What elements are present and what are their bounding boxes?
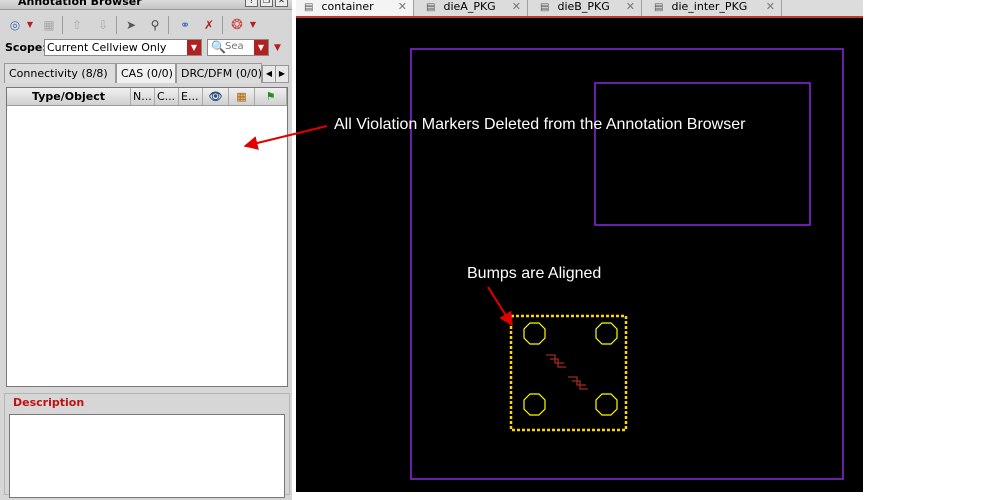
document-icon: ▤ bbox=[540, 2, 550, 13]
close-icon[interactable]: ✕ bbox=[397, 0, 407, 13]
tab-die-inter-pkg[interactable]: ▤ die_inter_PKG ✕ bbox=[642, 0, 782, 16]
bump-top-left[interactable] bbox=[523, 322, 546, 345]
route-trace[interactable] bbox=[550, 358, 566, 368]
bump-top-right[interactable] bbox=[595, 322, 618, 345]
close-icon[interactable]: ✕ bbox=[625, 0, 635, 13]
document-icon: ▤ bbox=[426, 2, 436, 13]
close-panel-button[interactable]: ✕ bbox=[275, 0, 288, 7]
description-group: Description bbox=[4, 393, 290, 498]
column-n[interactable]: N... bbox=[131, 88, 155, 105]
search-icon: 🔍 bbox=[211, 40, 226, 54]
down-arrow-icon[interactable]: ⇩ bbox=[97, 18, 109, 32]
close-icon[interactable]: ✕ bbox=[765, 0, 775, 13]
unlink-icon[interactable]: ✗ bbox=[203, 18, 215, 32]
search-field[interactable]: 🔍 ▼ bbox=[207, 39, 269, 56]
tab-label: container bbox=[321, 0, 374, 13]
flag-icon[interactable]: ⚑ bbox=[255, 88, 287, 105]
magnify-icon[interactable]: ⚲ bbox=[150, 18, 160, 32]
annotation-tabs: Connectivity (8/8) CAS (0/0) DRC/DFM (0/… bbox=[4, 63, 292, 83]
document-icon: ▤ bbox=[304, 2, 314, 13]
layout-drawing bbox=[410, 48, 844, 480]
target-icon[interactable]: ◎ bbox=[9, 18, 21, 32]
up-arrow-icon[interactable]: ⇧ bbox=[71, 18, 83, 32]
column-e[interactable]: E... bbox=[179, 88, 203, 105]
toolbar-separator bbox=[116, 16, 117, 34]
panel-title: Annotation Browser bbox=[18, 0, 142, 8]
tab-drc-dfm[interactable]: DRC/DFM (0/0) bbox=[176, 63, 262, 83]
bump-bottom-right[interactable] bbox=[595, 393, 618, 416]
help-button[interactable]: ? bbox=[245, 0, 258, 7]
toolbar-separator bbox=[222, 16, 223, 34]
chevron-down-icon[interactable]: ▼ bbox=[254, 40, 268, 55]
annotation-markers-deleted: All Violation Markers Deleted from the A… bbox=[334, 116, 746, 133]
scope-value: Current Cellview Only bbox=[47, 41, 167, 54]
bump-selection-box[interactable] bbox=[509, 314, 628, 432]
description-label: Description bbox=[13, 396, 85, 409]
tab-label: dieB_PKG bbox=[557, 0, 610, 13]
bump-bottom-left[interactable] bbox=[523, 393, 546, 416]
tab-diea-pkg[interactable]: ▤ dieA_PKG ✕ bbox=[414, 0, 528, 16]
tab-scroll-left-icon[interactable]: ◀ bbox=[262, 65, 276, 83]
die-boundary[interactable] bbox=[594, 82, 811, 226]
route-trace[interactable] bbox=[572, 380, 588, 390]
chevron-down-icon[interactable]: ▼ bbox=[26, 20, 34, 29]
cursor-icon[interactable]: ➤ bbox=[125, 18, 137, 32]
annotation-toolbar: ◎ ▼ ▦ ⇧ ⇩ ➤ ⚲ ⚭ ✗ ❂ ▼ bbox=[0, 12, 292, 38]
annotation-bumps-aligned: Bumps are Aligned bbox=[467, 265, 602, 282]
tab-connectivity[interactable]: Connectivity (8/8) bbox=[4, 63, 116, 83]
annotation-table[interactable]: Type/Object N... C... E... 👁 ▦ ⚑ bbox=[6, 87, 288, 387]
zoom-icon[interactable]: ▦ bbox=[43, 18, 55, 32]
float-button[interactable]: ❐ bbox=[260, 0, 273, 7]
tab-label: die_inter_PKG bbox=[671, 0, 748, 13]
toolbar-separator bbox=[62, 16, 63, 34]
link-icon[interactable]: ⚭ bbox=[179, 18, 191, 32]
annotation-browser-panel: Annotation Browser ? ❐ ✕ ◎ ▼ ▦ ⇧ ⇩ ➤ ⚲ ⚭… bbox=[0, 0, 292, 500]
toolbar-separator bbox=[168, 16, 169, 34]
tab-container[interactable]: ▤ container ✕ bbox=[296, 0, 414, 16]
tab-label: dieA_PKG bbox=[443, 0, 496, 13]
scope-select[interactable]: Current Cellview Only ▼ bbox=[44, 39, 202, 56]
grid-icon[interactable]: ▦ bbox=[229, 88, 255, 105]
column-type-object[interactable]: Type/Object bbox=[7, 88, 131, 105]
tab-scroll-right-icon[interactable]: ▶ bbox=[275, 65, 289, 83]
scope-menu-icon[interactable]: ▼ bbox=[274, 43, 281, 53]
stop-icon[interactable]: ❂ bbox=[231, 17, 243, 33]
chevron-down-icon[interactable]: ▼ bbox=[249, 20, 257, 29]
eye-icon[interactable]: 👁 bbox=[203, 88, 229, 105]
close-icon[interactable]: ✕ bbox=[511, 0, 521, 13]
document-tab-bar: ▤ container ✕ ▤ dieA_PKG ✕ ▤ dieB_PKG ✕ … bbox=[296, 0, 863, 18]
search-input[interactable] bbox=[225, 41, 255, 52]
chevron-down-icon[interactable]: ▼ bbox=[187, 40, 201, 55]
tab-dieb-pkg[interactable]: ▤ dieB_PKG ✕ bbox=[528, 0, 642, 16]
tab-cas[interactable]: CAS (0/0) bbox=[116, 63, 176, 83]
description-box[interactable] bbox=[9, 414, 285, 498]
package-boundary[interactable] bbox=[410, 48, 844, 480]
layout-canvas[interactable] bbox=[296, 18, 863, 492]
document-icon: ▤ bbox=[654, 2, 664, 13]
annotation-browser-titlebar: Annotation Browser ? ❐ ✕ bbox=[0, 0, 292, 10]
table-header: Type/Object N... C... E... 👁 ▦ ⚑ bbox=[7, 88, 287, 106]
scope-label: Scope: bbox=[5, 41, 47, 54]
column-c[interactable]: C... bbox=[155, 88, 179, 105]
